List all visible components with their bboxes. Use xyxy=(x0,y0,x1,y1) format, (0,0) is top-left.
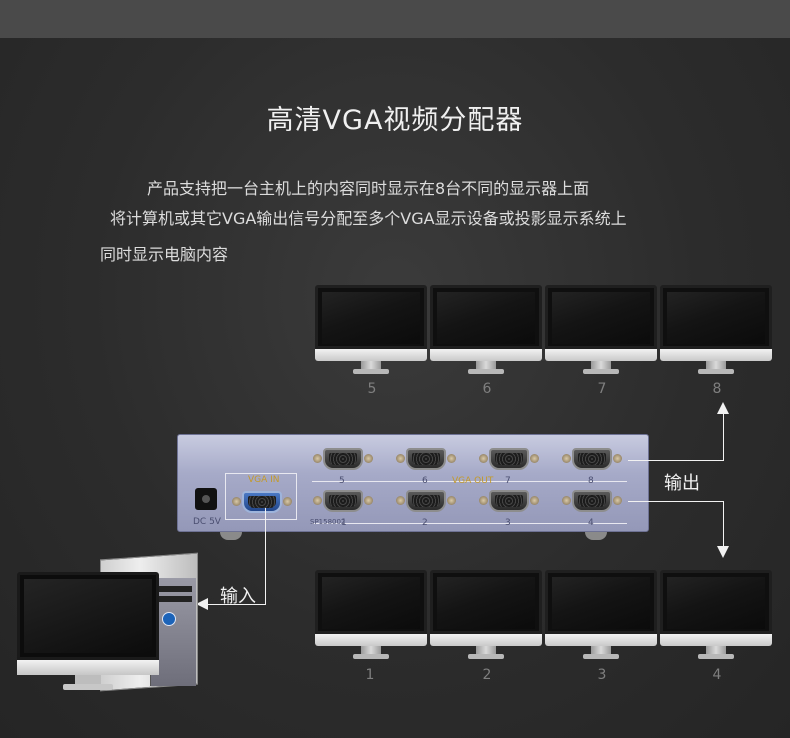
model-label: SP158002 xyxy=(310,518,346,526)
input-line-vertical xyxy=(265,508,266,605)
vga-out-label: VGA OUT xyxy=(452,476,494,486)
monitor-6 xyxy=(430,285,542,380)
port-divider-top xyxy=(312,481,627,482)
port-number-7: 7 xyxy=(505,476,511,486)
port-number-4: 4 xyxy=(588,518,594,528)
input-line-horizontal xyxy=(206,604,266,605)
vga-out-port-3 xyxy=(479,487,539,515)
output-connector-top xyxy=(628,460,724,461)
port-number-6: 6 xyxy=(422,476,428,486)
vga-out-port-1 xyxy=(313,487,373,515)
port-number-5: 5 xyxy=(339,476,345,486)
monitor-number-5: 5 xyxy=(367,381,377,397)
vga-out-port-7 xyxy=(479,445,539,473)
device-foot-right xyxy=(585,532,607,540)
monitor-number-2: 2 xyxy=(482,667,492,683)
monitor-number-6: 6 xyxy=(482,381,492,397)
monitor-number-8: 8 xyxy=(712,381,722,397)
monitor-5 xyxy=(315,285,427,380)
dc-label: DC 5V xyxy=(193,517,221,527)
monitor-8 xyxy=(660,285,772,380)
monitor-3 xyxy=(545,570,657,665)
port-number-3: 3 xyxy=(505,518,511,528)
vga-out-port-5 xyxy=(313,445,373,473)
input-label: 输入 xyxy=(220,586,256,607)
vga-out-port-6 xyxy=(396,445,456,473)
vga-out-port-8 xyxy=(562,445,622,473)
source-monitor xyxy=(17,572,159,690)
description-line-1: 产品支持把一台主机上的内容同时显示在8台不同的显示器上面 xyxy=(147,179,590,198)
monitor-7 xyxy=(545,285,657,380)
port-number-1: 1 xyxy=(341,518,347,528)
port-number-8: 8 xyxy=(588,476,594,486)
dc-power-jack xyxy=(195,488,217,510)
monitor-number-7: 7 xyxy=(597,381,607,397)
monitor-2 xyxy=(430,570,542,665)
port-divider-bottom xyxy=(312,523,627,524)
pc-logo-icon xyxy=(162,612,176,626)
top-banner xyxy=(0,0,790,38)
output-line-up xyxy=(723,412,724,461)
monitor-1 xyxy=(315,570,427,665)
vga-in-port xyxy=(232,488,292,516)
vga-out-port-4 xyxy=(562,487,622,515)
port-number-2: 2 xyxy=(422,518,428,528)
monitor-number-1: 1 xyxy=(365,667,375,683)
description-line-2: 将计算机或其它VGA输出信号分配至多个VGA显示设备或投影显示系统上 xyxy=(110,209,627,228)
pc-drive-bay xyxy=(154,596,192,602)
device-foot-left xyxy=(220,532,242,540)
output-connector-bottom xyxy=(628,501,724,502)
monitor-4 xyxy=(660,570,772,665)
arrow-down-icon xyxy=(717,546,729,558)
page-title: 高清VGA视频分配器 xyxy=(266,105,524,136)
arrow-left-icon xyxy=(196,598,208,610)
output-label: 输出 xyxy=(664,473,700,494)
vga-in-box xyxy=(225,473,297,520)
vga-in-label: VGA IN xyxy=(248,475,280,485)
monitor-number-3: 3 xyxy=(597,667,607,683)
arrow-up-icon xyxy=(717,402,729,414)
output-line-down xyxy=(723,501,724,547)
vga-out-port-2 xyxy=(396,487,456,515)
pc-drive-bay xyxy=(154,586,192,592)
description-line-3: 同时显示电脑内容 xyxy=(100,245,229,264)
monitor-number-4: 4 xyxy=(712,667,722,683)
